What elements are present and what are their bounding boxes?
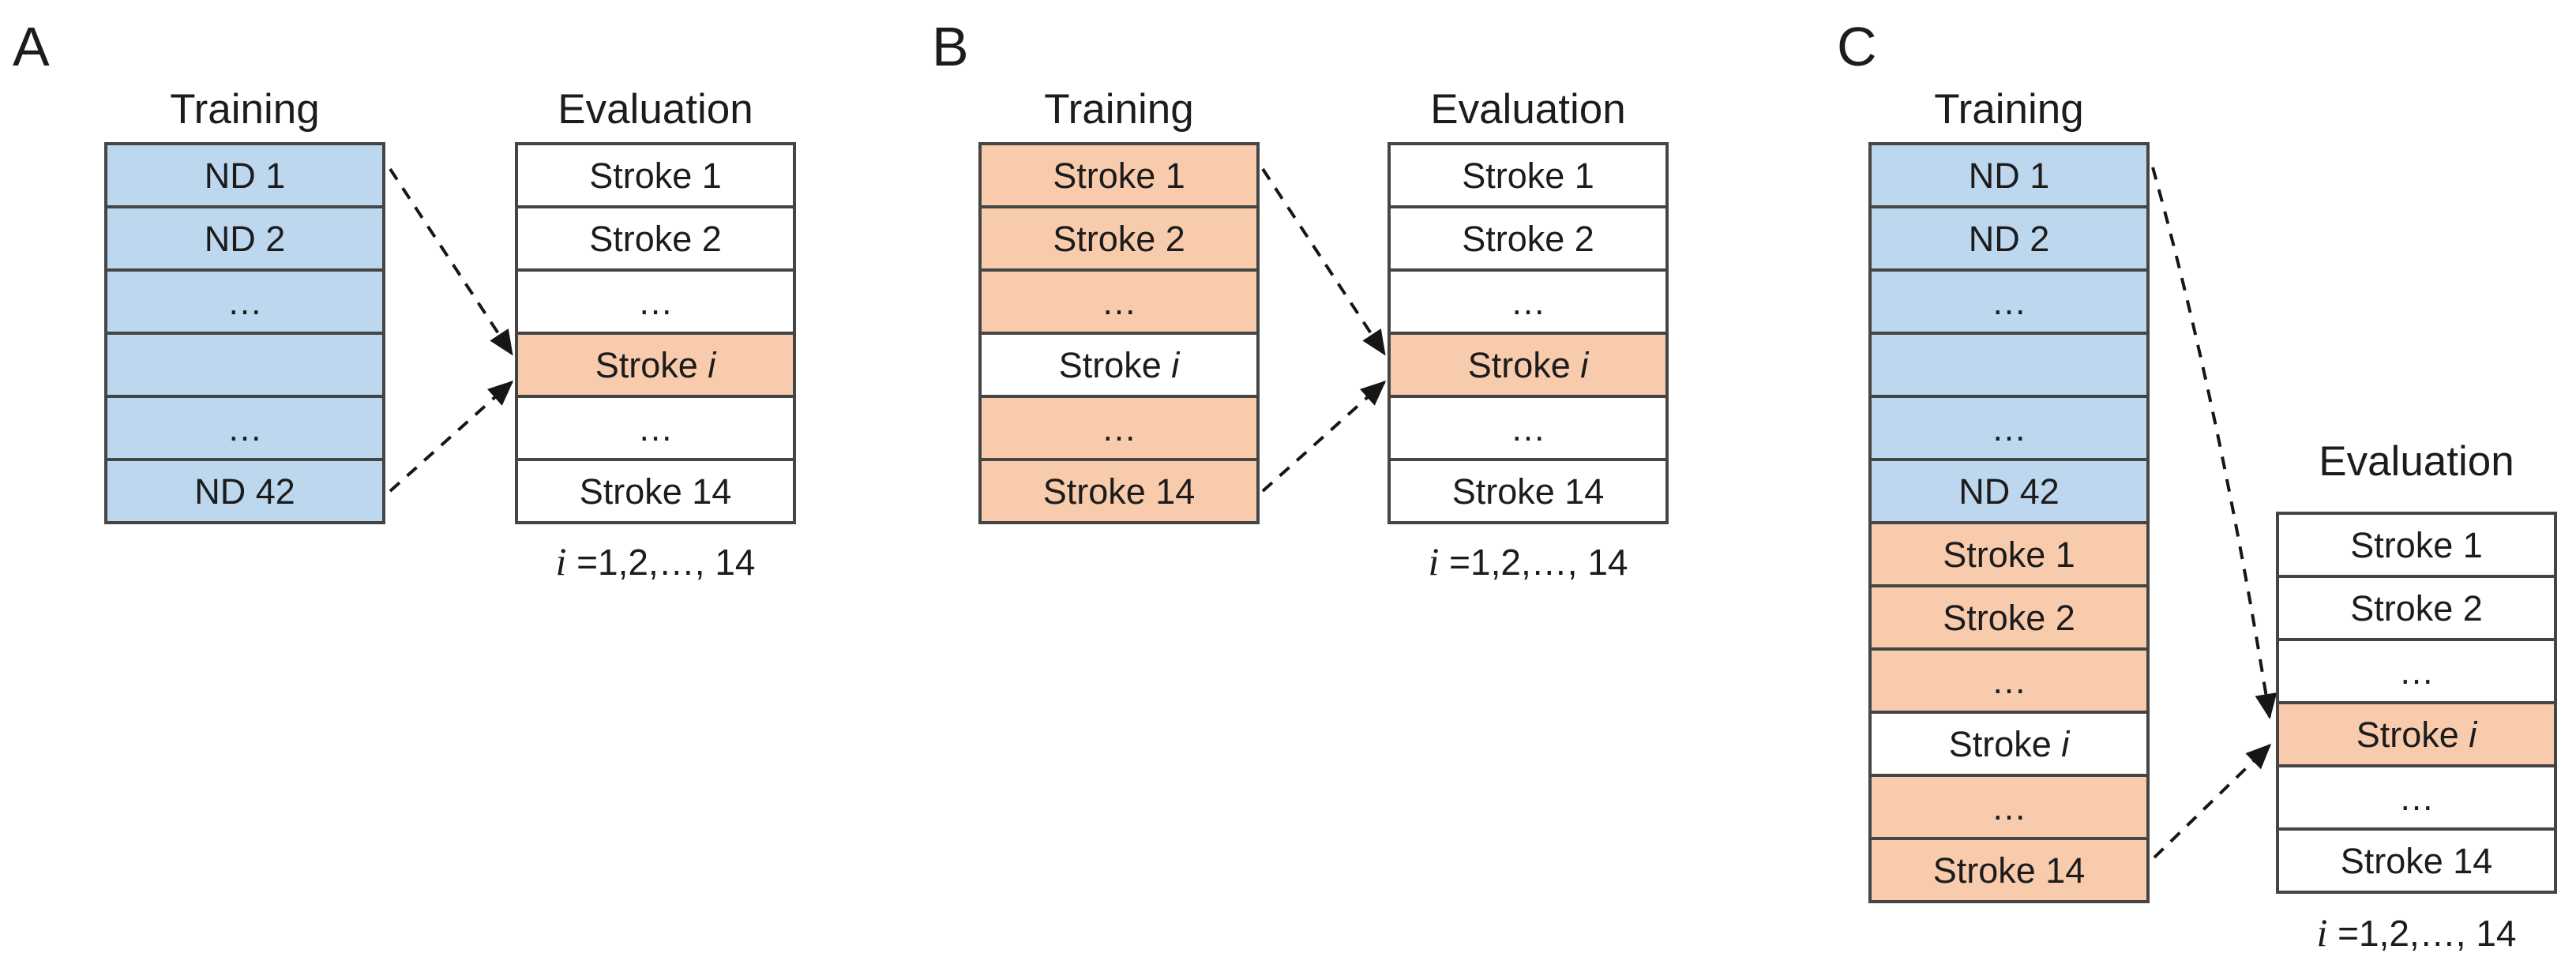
training-cell: Stroke i	[982, 335, 1256, 398]
evaluation-cell: Stroke 2	[1391, 208, 1665, 272]
training-cell: …	[1872, 398, 2146, 461]
dashed-arrow	[389, 380, 514, 493]
training-cell	[107, 335, 382, 398]
training-cell: ND 2	[1872, 208, 2146, 272]
dashed-arrow	[2151, 167, 2277, 719]
evaluation-cell: Stroke 14	[518, 461, 793, 521]
evaluation-cell: …	[518, 272, 793, 335]
caption-i: i	[2316, 910, 2328, 955]
panel-label: C	[1837, 16, 1877, 77]
evaluation-cell: Stroke 14	[1391, 461, 1665, 521]
index-caption: i =1,2,…, 14	[515, 538, 796, 584]
training-cell: Stroke 14	[982, 461, 1256, 521]
evaluation-cell: Stroke i	[518, 335, 793, 398]
index-caption: i =1,2,…, 14	[2276, 910, 2557, 955]
evaluation-header: Evaluation	[558, 86, 753, 133]
evaluation-cell: …	[518, 398, 793, 461]
training-cell: ND 1	[1872, 145, 2146, 208]
evaluation-cell: Stroke 14	[2279, 831, 2554, 891]
caption-i: i	[1428, 539, 1440, 583]
training-cell: …	[107, 272, 382, 335]
training-cell: Stroke 2	[982, 208, 1256, 272]
caption-rest: =1,2,…, 14	[1439, 542, 1628, 583]
evaluation-header: Evaluation	[1430, 86, 1626, 133]
caption-rest: =1,2,…, 14	[2327, 913, 2517, 954]
training-header: Training	[1044, 86, 1194, 133]
training-header: Training	[1934, 86, 2084, 133]
evaluation-header: Evaluation	[2319, 438, 2514, 485]
training-cell: Stroke 2	[1872, 587, 2146, 651]
evaluation-cell: Stroke i	[1391, 335, 1665, 398]
dashed-arrow	[1261, 167, 1386, 356]
training-cell: …	[1872, 777, 2146, 840]
training-cell: ND 1	[107, 145, 382, 208]
evaluation-cell: Stroke 1	[2279, 515, 2554, 578]
index-caption: i =1,2,…, 14	[1388, 538, 1669, 584]
training-cell: Stroke 1	[1872, 524, 2146, 587]
evaluation-cell: …	[1391, 398, 1665, 461]
caption-rest: =1,2,…, 14	[566, 542, 756, 583]
training-cell: …	[982, 272, 1256, 335]
training-cell	[1872, 335, 2146, 398]
training-cell: …	[1872, 272, 2146, 335]
evaluation-cell: …	[1391, 272, 1665, 335]
evaluation-cell: Stroke i	[2279, 704, 2554, 767]
training-cell: ND 2	[107, 208, 382, 272]
dashed-arrow	[1261, 380, 1387, 493]
training-cell: …	[1872, 651, 2146, 714]
training-cell: …	[107, 398, 382, 461]
evaluation-cell: Stroke 1	[1391, 145, 1665, 208]
evaluation-cell: Stroke 2	[518, 208, 793, 272]
evaluation-cell: Stroke 1	[518, 145, 793, 208]
training-cell: ND 42	[1872, 461, 2146, 524]
dashed-arrow	[2153, 743, 2272, 859]
caption-i: i	[555, 539, 567, 583]
evaluation-cell: …	[2279, 641, 2554, 704]
evaluation-cell: …	[2279, 767, 2554, 831]
dashed-arrow	[389, 167, 513, 356]
panel-label: B	[932, 16, 969, 77]
evaluation-cell: Stroke 2	[2279, 578, 2554, 641]
training-cell: …	[982, 398, 1256, 461]
training-cell: Stroke 1	[982, 145, 1256, 208]
training-cell: Stroke i	[1872, 714, 2146, 777]
training-header: Training	[170, 86, 320, 133]
panel-label: A	[13, 16, 50, 77]
training-cell: ND 42	[107, 461, 382, 521]
training-cell: Stroke 14	[1872, 840, 2146, 900]
